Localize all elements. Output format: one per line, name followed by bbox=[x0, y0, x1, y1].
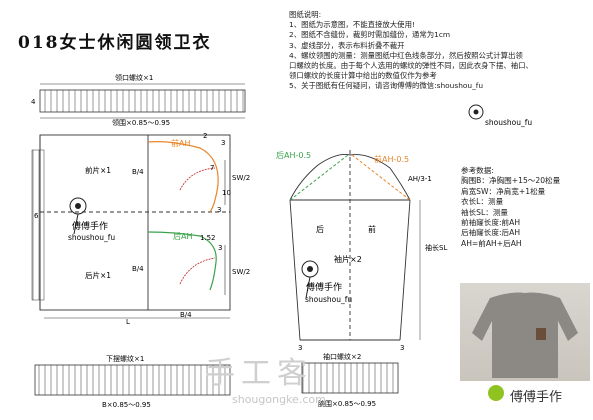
svg-text:3: 3 bbox=[221, 139, 225, 147]
sleeve-back-label: 后 bbox=[316, 224, 324, 234]
notes-stamp-handle: shoushou_fu bbox=[485, 118, 532, 127]
cuff-rib-label: 袖口螺纹×2 bbox=[323, 352, 361, 361]
pattern-notes: 图纸说明: 1、图纸为示意图，不能直接放大使用! 2、图纸不含缝份，裁剪时需加缝… bbox=[289, 10, 589, 92]
bodice-stamp-title: 傅傅手作 bbox=[72, 220, 108, 232]
sleeve-length-label: 袖长SL bbox=[425, 243, 447, 252]
sleeve-back-ah-label: 后AH-0.5 bbox=[276, 150, 311, 160]
svg-text:7: 7 bbox=[210, 164, 214, 172]
svg-text:3: 3 bbox=[217, 206, 221, 214]
collar-rib-formula: 领围×0.85～0.95 bbox=[112, 118, 170, 127]
front-armhole-curve bbox=[147, 141, 219, 213]
front-ah-label: 前AH bbox=[171, 138, 191, 148]
watermark-domain: shougongke.com bbox=[232, 393, 326, 406]
sweatshirt-image bbox=[472, 292, 578, 378]
sw2-top-label: SW/2 bbox=[232, 174, 250, 182]
hem-rib-label: 下摆螺纹×1 bbox=[106, 354, 144, 363]
sleeve-piece-label: 袖片×2 bbox=[334, 254, 362, 264]
svg-text:1.5: 1.5 bbox=[200, 234, 211, 242]
svg-text:3: 3 bbox=[400, 344, 404, 352]
length-label: L bbox=[126, 318, 130, 326]
hem-rib-formula: B×0.85～0.95 bbox=[102, 401, 151, 409]
collar-rib-label: 领口螺纹×1 bbox=[115, 73, 153, 82]
notes-heading: 图纸说明: bbox=[289, 10, 322, 19]
notes-line: 口螺纹的长度。由于每个人选用的螺纹的弹性不同，因此衣身下摆、袖口、 bbox=[289, 61, 533, 71]
sleeve-stamp-title: 傅傅手作 bbox=[306, 281, 342, 293]
params-line: 胸围B：净胸围+15～20松量 bbox=[461, 176, 561, 186]
collar-rib-strip bbox=[39, 89, 246, 113]
reference-data: 参考数据: 胸围B：净胸围+15～20松量 肩宽SW：净肩宽+1松量 衣长L：测… bbox=[461, 166, 591, 249]
params-line: 前袖窿长度:前AH bbox=[461, 218, 521, 228]
sleeve-front-ah-label: 前AH-0.5 bbox=[374, 154, 409, 164]
params-line: 肩宽SW：净肩宽+1松量 bbox=[461, 186, 546, 196]
notes-line: 5、关于图纸有任何疑问，请咨询傅傅的微信:shoushou_fu bbox=[289, 81, 484, 91]
svg-text:3: 3 bbox=[218, 244, 222, 252]
back-piece-label: 后片×1 bbox=[85, 270, 111, 280]
params-line: 衣长L：测量 bbox=[461, 197, 504, 207]
b4-bottom-label: B/4 bbox=[180, 311, 192, 319]
collar-rib-height: 4 bbox=[31, 98, 36, 106]
wechat-icon bbox=[488, 385, 504, 401]
params-line: AH=前AH+后AH bbox=[461, 238, 522, 248]
svg-text:10: 10 bbox=[222, 189, 231, 197]
page-title: 018女士休闲圆领卫衣 bbox=[18, 33, 212, 53]
back-ah-label: 后AH bbox=[173, 231, 193, 241]
side-rib-strip bbox=[31, 149, 45, 301]
params-line: 后袖窿长度:后AH bbox=[461, 228, 521, 238]
notes-line: 3、虚线部分，表示布料折叠不裁开 bbox=[289, 40, 405, 50]
notes-line: 1、图纸为示意图，不能直接放大使用! bbox=[289, 20, 415, 30]
watermark-main: 手工客 bbox=[205, 356, 313, 391]
notes-line: 4、螺纹领围的测量：测量图纸中红色线条部分，然后按照公式计算出领 bbox=[289, 50, 523, 60]
sleeve-front-label: 前 bbox=[368, 224, 376, 234]
cuff-rib-formula: 腕围×0.85～0.95 bbox=[318, 399, 376, 408]
flower-stamp-icon bbox=[69, 197, 87, 235]
svg-text:6: 6 bbox=[34, 212, 39, 220]
hem-rib-strip bbox=[34, 364, 231, 396]
front-piece-label: 前片×1 bbox=[85, 165, 111, 175]
svg-text:2: 2 bbox=[211, 234, 215, 242]
b4-top-label: B/4 bbox=[132, 168, 144, 176]
sleeve-stamp-handle: shoushou_fu bbox=[305, 295, 352, 304]
params-heading: 参考数据: bbox=[461, 166, 494, 175]
brand-name: 傅傅手作 bbox=[510, 390, 563, 405]
svg-text:3: 3 bbox=[298, 344, 302, 352]
notes-line: 领口螺纹的长度计算中给出的数值仅作为参考 bbox=[289, 71, 437, 81]
flower-stamp-icon bbox=[468, 104, 484, 120]
sleeve-pattern bbox=[289, 150, 411, 341]
bodice-stamp-handle: shoushou_fu bbox=[68, 233, 115, 242]
flower-stamp-icon bbox=[301, 260, 319, 299]
bodice-pattern bbox=[39, 134, 231, 311]
notes-line: 2、图纸不含缝份，裁剪时需加缝份，通常为1cm bbox=[289, 30, 451, 40]
svg-text:2: 2 bbox=[203, 132, 207, 140]
cuff-rib-strip bbox=[301, 362, 399, 394]
b4-mid-label: B/4 bbox=[132, 265, 144, 273]
params-line: 袖长SL：测量 bbox=[461, 207, 509, 217]
back-armhole-curve bbox=[147, 231, 217, 291]
sw2-bottom-label: SW/2 bbox=[232, 268, 250, 276]
sleeve-ah3-label: AH/3-1 bbox=[408, 175, 432, 183]
garment-photo bbox=[460, 283, 590, 381]
